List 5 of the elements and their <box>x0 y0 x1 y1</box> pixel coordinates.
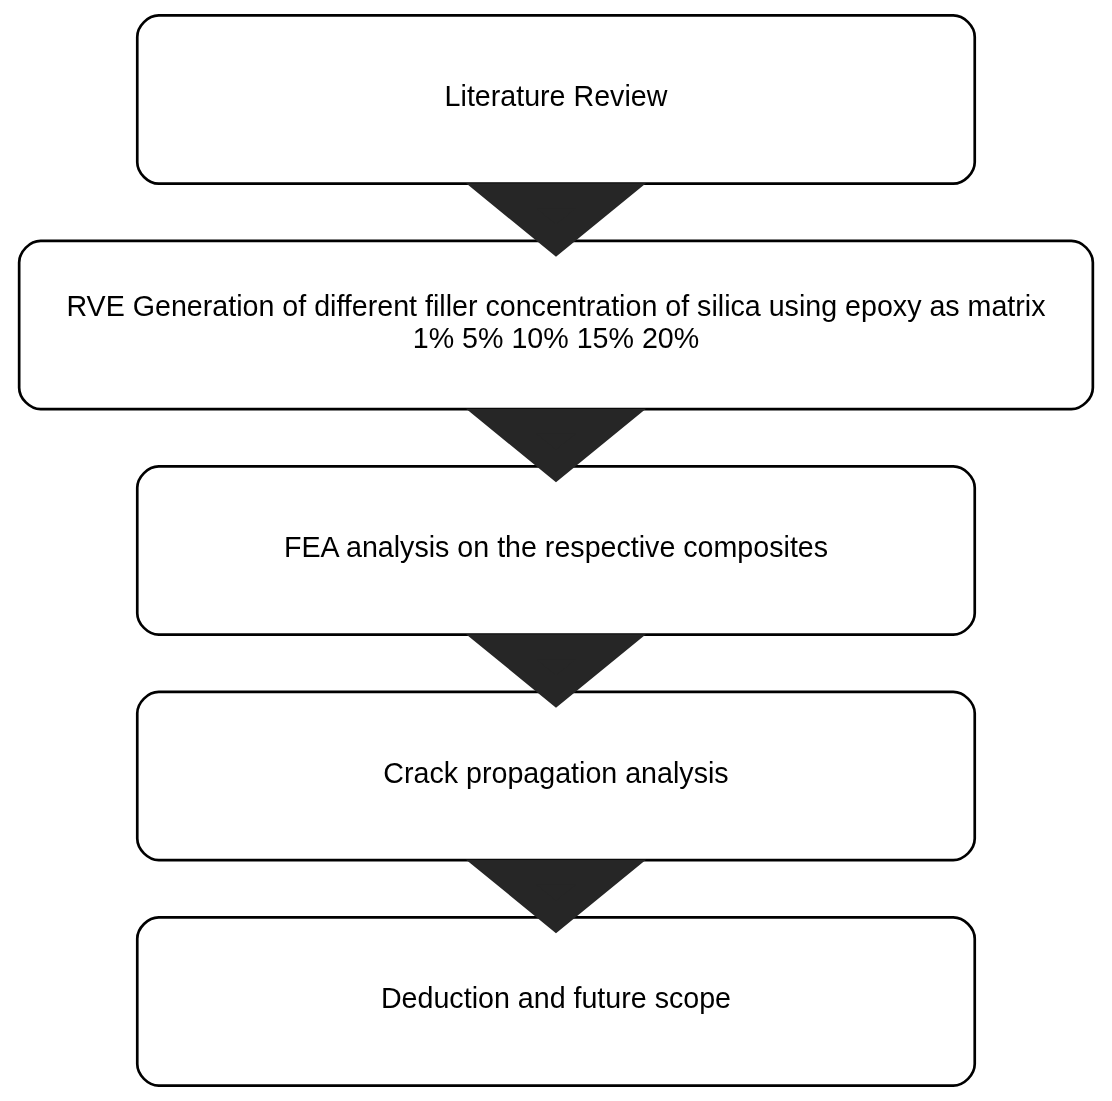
node-box: Literature Review <box>135 14 977 185</box>
node-box: Deduction and future scope <box>135 916 977 1087</box>
node-box: Crack propagation analysis <box>135 690 977 862</box>
node-box: RVE Generation of different filler concentration of silica using epoxy as matrix 1% 5% 10% 15% 20% <box>17 239 1095 411</box>
node-box: FEA analysis on the respective composites <box>135 465 977 636</box>
